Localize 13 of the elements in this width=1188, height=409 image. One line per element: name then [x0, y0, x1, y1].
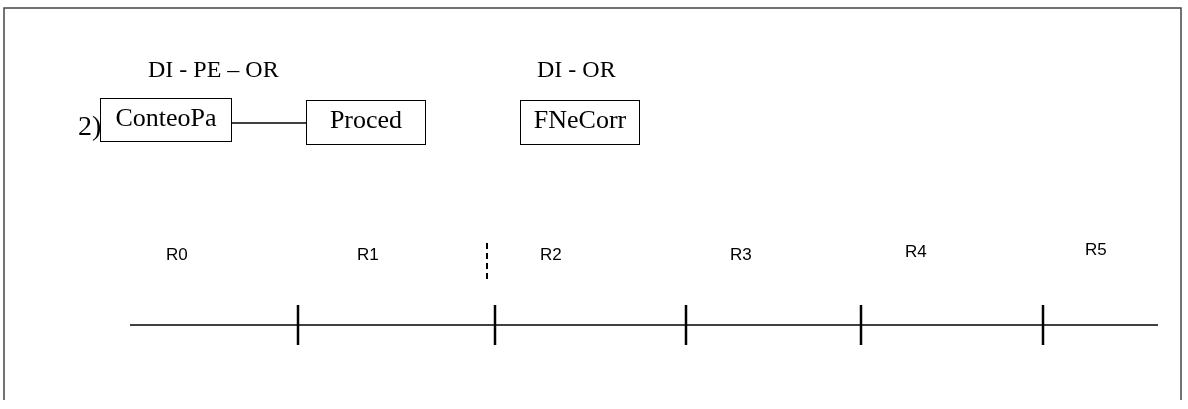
process-box: Proced [306, 100, 426, 145]
interval-label: R0 [166, 245, 188, 265]
item-number: 2) [78, 110, 102, 142]
section-heading: DI - OR [537, 56, 616, 83]
process-box: FNeCorr [520, 100, 640, 145]
interval-label: R3 [730, 245, 752, 265]
connector-line [231, 122, 307, 124]
interval-label: R4 [905, 242, 927, 262]
interval-label: R1 [357, 245, 379, 265]
interval-label: R5 [1085, 240, 1107, 260]
process-box: ConteoPa [100, 98, 232, 142]
section-heading: DI - PE – OR [148, 56, 279, 83]
interval-label: R2 [540, 245, 562, 265]
